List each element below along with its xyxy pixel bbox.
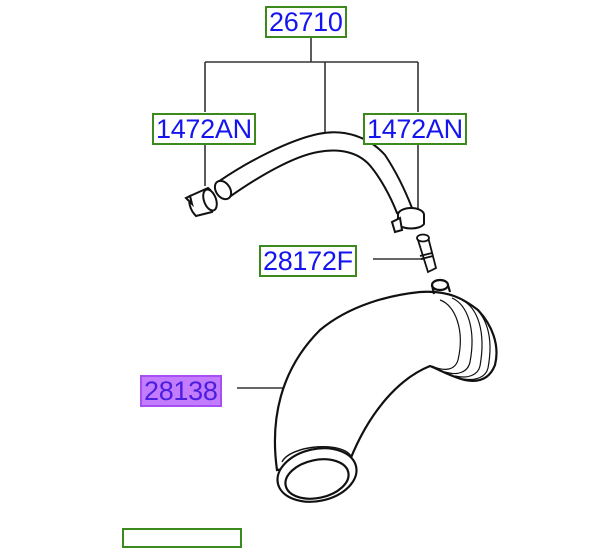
callout-1472AN-left[interactable]: 1472AN <box>152 113 256 145</box>
callout-28172F[interactable]: 28172F <box>259 245 357 277</box>
diagram-drawing <box>184 36 498 503</box>
callout-1472AN-right[interactable]: 1472AN <box>363 113 467 145</box>
nipple-fitting <box>416 233 438 274</box>
leader-lines <box>204 36 425 389</box>
parts-diagram-canvas: 26710 1472AN 1472AN 28172F 28138 <box>122 6 498 548</box>
callout-28138-selected[interactable]: 28138 <box>140 375 222 407</box>
callout-26710[interactable]: 26710 <box>265 6 347 38</box>
air-intake-hose <box>273 278 498 503</box>
hose-clamp-right <box>390 207 425 234</box>
hose-clamp-left <box>184 186 218 218</box>
callout-partial-offscreen[interactable] <box>122 528 242 548</box>
